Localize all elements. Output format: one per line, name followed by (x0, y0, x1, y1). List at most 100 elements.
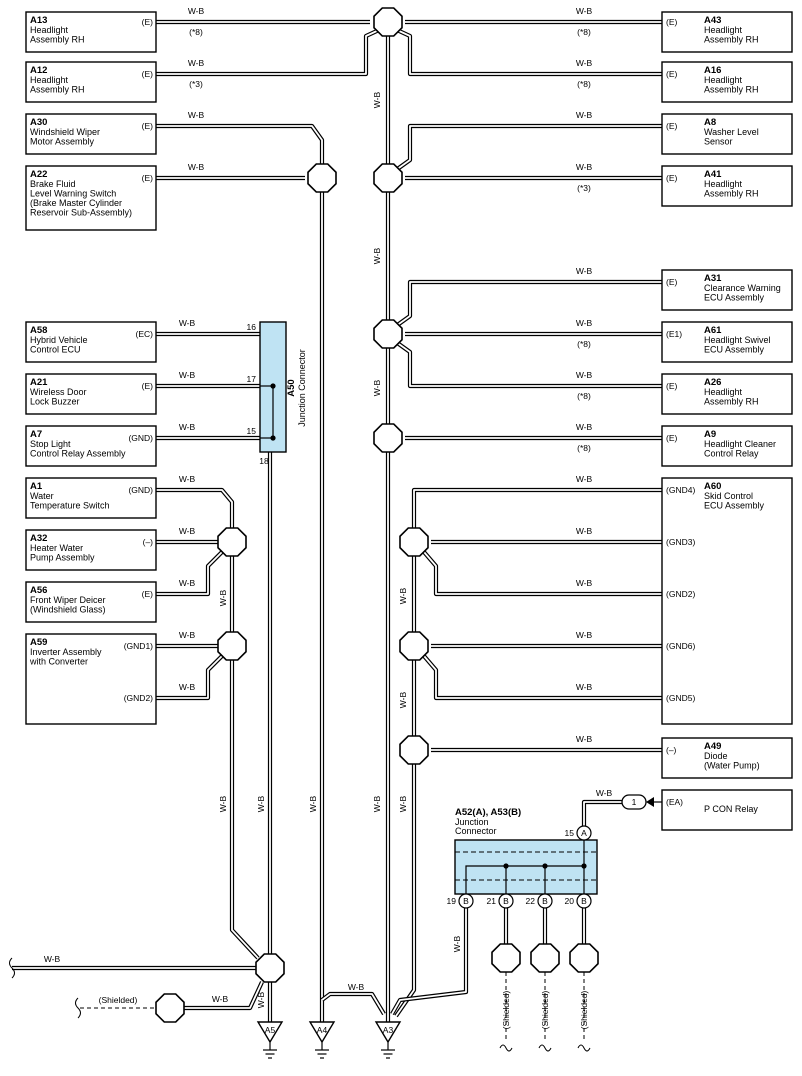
ground-point (256, 1021, 284, 1044)
component-name: Assembly RH (704, 85, 759, 95)
splice-point (399, 735, 429, 765)
splice-point (373, 319, 403, 349)
wire-a30-core (156, 125, 323, 165)
component-a21 (25, 373, 157, 415)
junction-dot (503, 863, 509, 869)
component-code: A32 (30, 533, 47, 544)
component-p-con-relay (661, 789, 793, 831)
component-name: Skid Control (704, 491, 753, 501)
pin-label: (E) (142, 589, 154, 599)
wires (12, 19, 662, 1022)
component-code: A59 (30, 637, 47, 648)
component-code: A41 (704, 169, 722, 180)
pin-label: (GND4) (666, 485, 695, 495)
inline-connector-label: 1 (632, 797, 637, 807)
wire-color-label: W-B (372, 91, 382, 108)
component-code: A31 (704, 273, 722, 284)
component-name: Wireless Door (30, 387, 87, 397)
wire-color-label: W-B (398, 795, 408, 812)
wire-color-label: W-B (308, 795, 318, 812)
shielded-label: (Shielded) (579, 990, 589, 1029)
pin-label: (E) (666, 173, 678, 183)
component-code: A49 (704, 741, 721, 752)
component-a43 (661, 11, 793, 53)
wire-a60-gnd4 (411, 487, 662, 528)
wire-color-label: W-B (576, 422, 593, 432)
component-code: A61 (704, 325, 722, 336)
component-name: Clearance Warning (704, 283, 781, 293)
component-name: Assembly RH (704, 397, 759, 407)
pin-label: (GND1) (124, 641, 153, 651)
a50-code: A50 (286, 379, 297, 396)
wire-color-label: W-B (576, 266, 593, 276)
pin-label: (GND3) (666, 537, 695, 547)
a52-pin-num: 19 (447, 896, 457, 906)
a52-name: Connector (455, 826, 497, 836)
wire-a16 (396, 28, 662, 77)
pin-label: (GND2) (124, 693, 153, 703)
a52-name: Junction (455, 817, 489, 827)
ground-label: A3 (383, 1025, 394, 1035)
component-name: Inverter Assembly (30, 647, 102, 657)
splice-point (399, 631, 429, 661)
wire-a31 (394, 279, 662, 328)
component-name: Headlight (30, 75, 69, 85)
arrow-icon (646, 797, 654, 807)
a52-junction-connector (454, 839, 598, 895)
wire-a60-gnd5-core (423, 655, 662, 699)
wire-a12-core (156, 29, 380, 75)
component-a12 (25, 61, 157, 103)
note-label: (*3) (189, 79, 203, 89)
pin-label: (GND) (128, 485, 153, 495)
component-code: A8 (704, 117, 716, 128)
pin-label: (–) (143, 537, 154, 547)
junction-dot (270, 383, 276, 389)
wire-color-label: W-B (576, 58, 593, 68)
pin-label: (GND5) (666, 693, 695, 703)
component-a16 (661, 61, 793, 103)
junction-dot (542, 863, 548, 869)
component-name: ECU Assembly (704, 501, 765, 511)
component-name: Front Wiper Deicer (30, 595, 106, 605)
a52-pin-15: 15 (565, 828, 575, 838)
wire-a4-a3-core (321, 993, 385, 1015)
wire-s6-a5-core (231, 556, 259, 959)
component-a31 (661, 269, 793, 311)
a52-pin-b-label: B (542, 896, 548, 906)
ground-point (374, 1021, 402, 1044)
wire-color-label: W-B (576, 162, 593, 172)
pin-label: (–) (666, 745, 677, 755)
a50-pin-16: 16 (247, 322, 257, 332)
wire-color-label: W-B (576, 318, 593, 328)
splice-point (399, 527, 429, 557)
component-name: (Windshield Glass) (30, 605, 106, 615)
note-label: (*8) (577, 27, 591, 37)
component-name: ECU Assembly (704, 345, 765, 355)
wire-a26-core (395, 341, 662, 387)
wire-shielded-a5-core (184, 981, 263, 1009)
wire-color-label: W-B (576, 474, 593, 484)
wire-color-label: W-B (256, 991, 266, 1008)
component-a58 (25, 321, 157, 363)
break-icon (9, 957, 15, 979)
component-name: Headlight (704, 25, 743, 35)
component-name: Control Relay Assembly (30, 449, 126, 459)
a52-pin-b-label: B (463, 896, 469, 906)
wire-color-label: W-B (576, 578, 593, 588)
component-a9 (661, 425, 793, 467)
component-code: A56 (30, 585, 47, 596)
splice-point (307, 163, 337, 193)
component-name: Brake Fluid (30, 179, 76, 189)
component-name: Headlight Cleaner (704, 439, 776, 449)
component-a60 (661, 477, 793, 725)
wire-color-label: W-B (188, 6, 205, 16)
wire-color-label: W-B (188, 58, 205, 68)
shielded-label: (Shielded) (540, 990, 550, 1029)
component-code: A7 (30, 429, 42, 440)
component-name: Lock Buzzer (30, 397, 80, 407)
wire-color-label: W-B (576, 682, 593, 692)
components (25, 11, 793, 895)
wire-p-con-core (583, 801, 622, 830)
wire-color-label: W-B (179, 578, 196, 588)
